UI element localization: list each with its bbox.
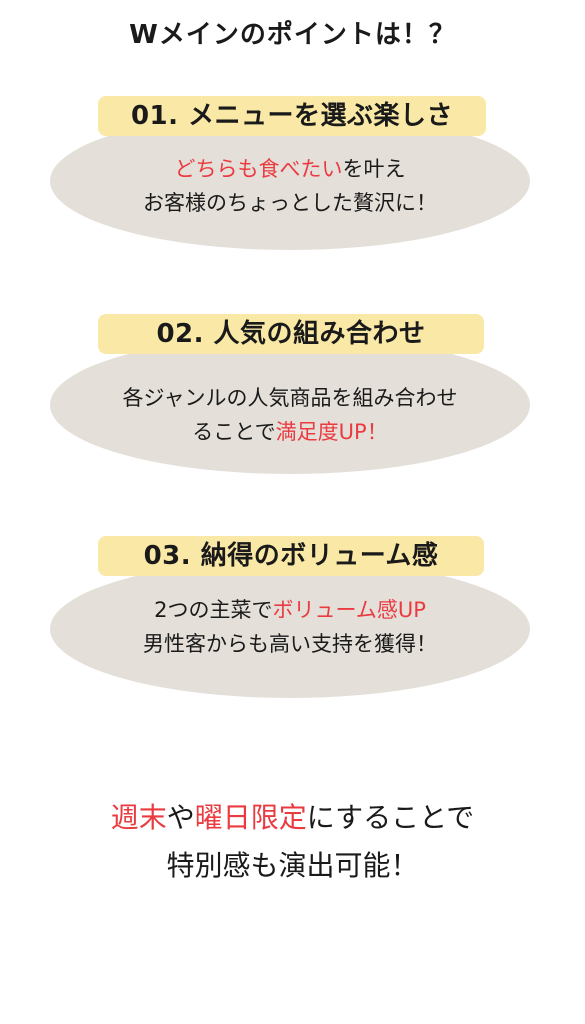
closing-line-1-rest: にすることで — [306, 801, 475, 834]
point-1-description: どちらも食べたいを叶え お客様のちょっとした贅沢に！ — [50, 152, 530, 220]
page-title: Wメインのポイントは！？ — [129, 20, 456, 50]
closing-line-1: 週末や曜日限定にすることで — [0, 794, 585, 842]
point-3-description: 2つの主菜でボリューム感UP 男性客からも高い支持を獲得！ — [50, 593, 530, 661]
closing-connector: や — [166, 801, 195, 834]
point-3-highlight: ボリューム感UP — [272, 598, 426, 622]
point-3-heading: 03. 納得のボリューム感 — [98, 536, 484, 576]
point-3-background — [50, 560, 530, 698]
point-1-line-2: お客様のちょっとした贅沢に！ — [143, 191, 437, 215]
point-2-line-2-pre: ることで — [192, 420, 276, 444]
closing-highlight-day-limited: 曜日限定 — [194, 801, 307, 834]
point-2-background — [50, 336, 530, 474]
closing-line-2: 特別感も演出可能！ — [166, 849, 419, 882]
point-1-highlight: どちらも食べたい — [174, 157, 343, 181]
point-2-line-1: 各ジャンルの人気商品を組み合わせ — [122, 386, 458, 410]
point-3-line-2: 男性客からも高い支持を獲得！ — [143, 632, 437, 656]
closing-text: 週末や曜日限定にすることで 特別感も演出可能！ — [0, 794, 585, 890]
point-2-highlight: 満足度UP！ — [275, 420, 388, 444]
point-1-heading: 01. メニューを選ぶ楽しさ — [98, 96, 486, 136]
point-1-line-1: どちらも食べたいを叶え — [50, 152, 530, 186]
point-2-description: 各ジャンルの人気商品を組み合わせ ることで満足度UP！ — [50, 381, 530, 449]
point-3-line-1: 2つの主菜でボリューム感UP — [50, 593, 530, 627]
point-2-heading: 02. 人気の組み合わせ — [98, 314, 484, 354]
point-2-line-2: ることで満足度UP！ — [50, 415, 530, 449]
closing-highlight-weekend: 週末 — [110, 801, 167, 834]
point-1-line-1-rest: を叶え — [342, 157, 406, 181]
point-3-line-1-pre: 2つの主菜で — [154, 598, 273, 622]
